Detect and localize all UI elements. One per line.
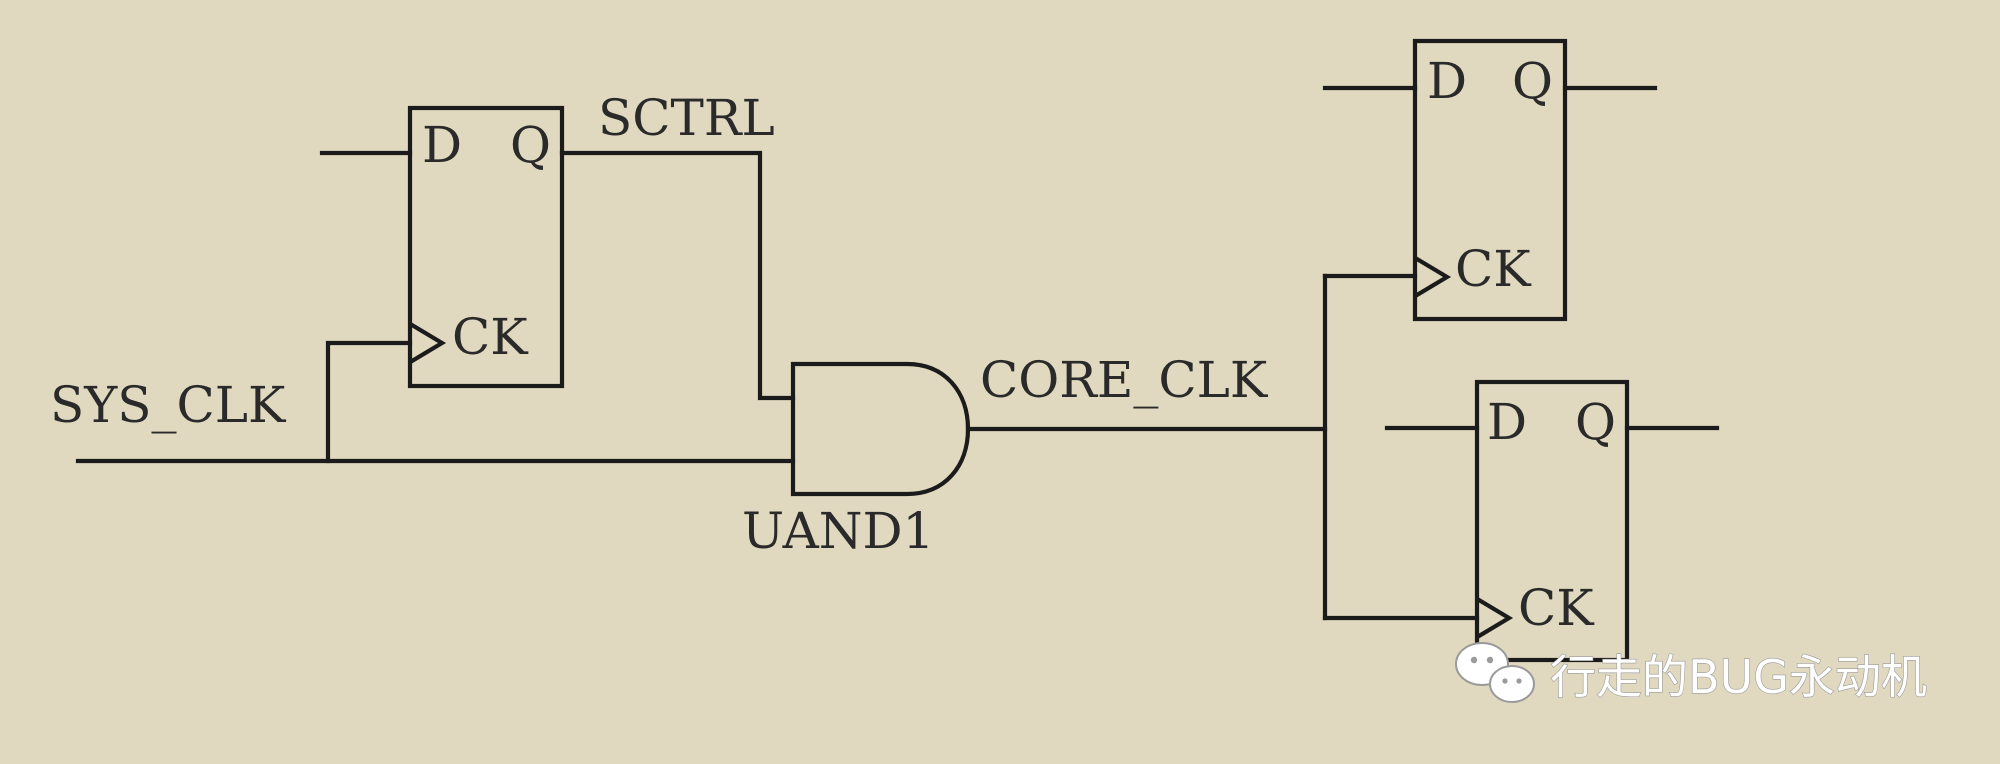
core-clk-label: CORE_CLK: [980, 351, 1269, 409]
flip-flop-3-ck-pin: CK: [1518, 579, 1595, 637]
wechat-icon: [1455, 642, 1535, 703]
flip-flop-1-ck-pin: CK: [452, 308, 529, 366]
flip-flop-1-clock-triangle: [409, 322, 447, 364]
flip-flop-3: D Q CK: [1474, 379, 1630, 663]
flip-flop-2: D Q CK: [1412, 38, 1568, 322]
flip-flop-2-clock-triangle: [1414, 256, 1452, 298]
watermark-text: 行走的BUG永动机: [1550, 650, 1927, 704]
flip-flop-1-d-pin: D: [422, 116, 462, 174]
uand1-label: UAND1: [742, 502, 934, 560]
sys-clk-label: SYS_CLK: [50, 376, 287, 434]
flip-flop-1-body: [407, 105, 565, 389]
sys-clk-branch-wire: [325, 340, 413, 464]
flip-flop-2-body: [1412, 38, 1568, 322]
flip-flop-1-q-pin: Q: [510, 116, 551, 174]
sctrl-wire: [559, 150, 796, 401]
flip-flop-2-d-pin: D: [1427, 52, 1467, 110]
flip-flop-1: D Q CK: [407, 105, 565, 389]
flip-flop-2-q-pin: Q: [1512, 52, 1553, 110]
watermark: 行走的BUG永动机: [1455, 642, 1927, 705]
and-gate-uand1: [790, 361, 971, 497]
flip-flop-3-clock-triangle: [1476, 597, 1514, 639]
flip-flop-2-ck-pin: CK: [1455, 240, 1532, 298]
flip-flop-3-d-pin: D: [1487, 393, 1527, 451]
flip-flop-3-body: [1474, 379, 1630, 663]
sctrl-label: SCTRL: [598, 89, 775, 147]
flip-flop-3-q-pin: Q: [1575, 393, 1616, 451]
